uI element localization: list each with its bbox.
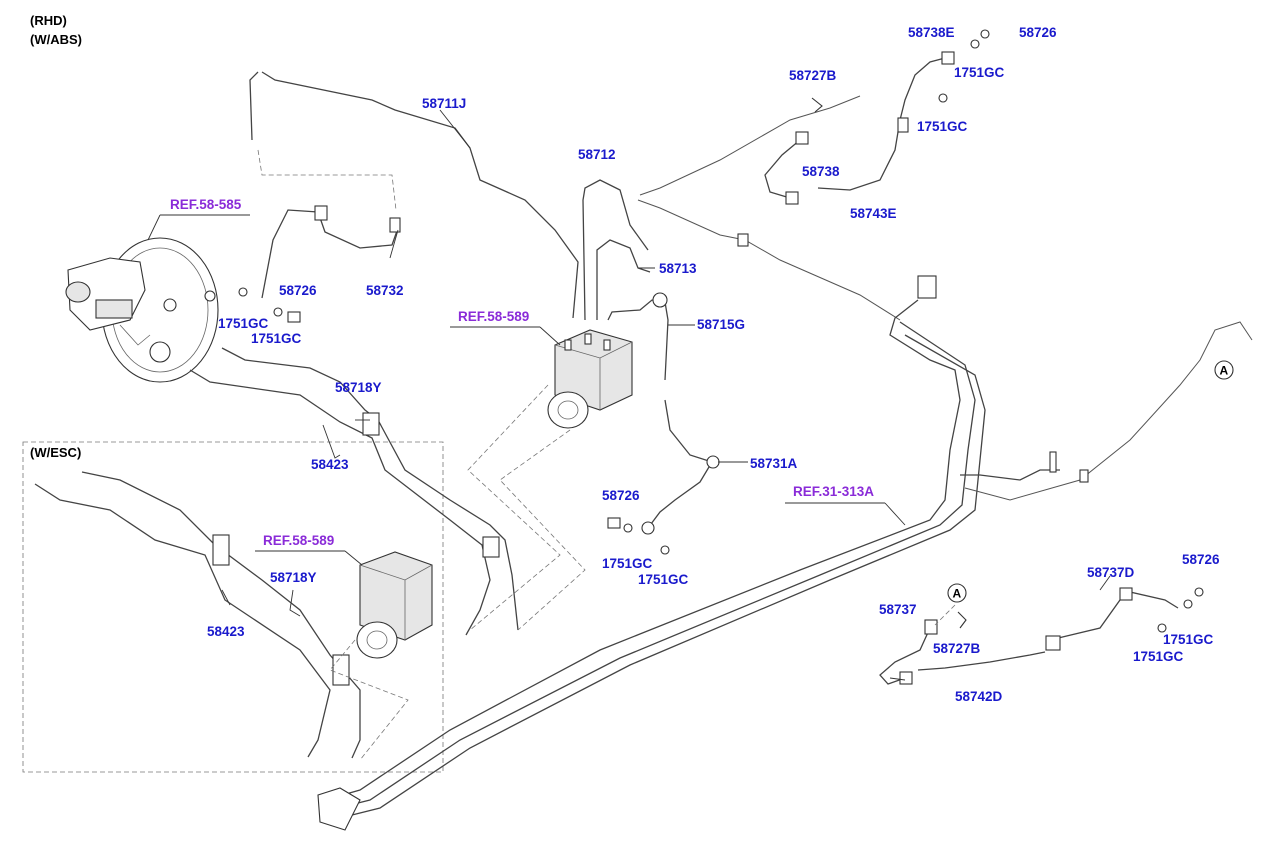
pipe-58423-a [189,369,491,636]
abs-module [547,329,633,429]
label-58732: 58732 [366,283,404,298]
hose-58732 [261,209,399,299]
pipe-58718Y-b [81,471,361,759]
pipe-58711J [261,71,579,319]
esc-box-label: (W/ESC) [30,445,81,460]
pipe-58713 [596,239,651,320]
label-58727B-a: 58727B [789,68,837,83]
pipe-58742D [917,651,1046,671]
label-1751GC-h: 1751GC [1133,649,1184,664]
clip-esc-b [332,654,350,686]
hose-58738 [764,139,801,199]
ref-58-589-esc: REF.58-589 [263,533,334,548]
label-1751GC-d: 1751GC [638,572,689,587]
label-58726-b: 58726 [602,488,640,503]
connector-top-right [917,275,937,299]
clip-esc-a [212,534,230,566]
label-58726-a: 58726 [279,283,317,298]
pipe-58711J-end [249,71,259,141]
label-1751GC-b: 1751GC [251,331,302,346]
pipe-58715G [607,299,669,381]
clip-58727B-b [957,611,967,629]
pipe-58423-b [34,483,331,758]
label-1751GC-a: 1751GC [218,316,269,331]
label-58731A: 58731A [750,456,798,471]
bolt-58726-a [287,311,301,323]
clip-58727B-a [811,97,823,113]
main-line-2 [329,321,976,811]
hose-58737D [1049,591,1179,641]
label-58423-a: 58423 [311,457,349,472]
washer-1751GC-a [238,287,248,297]
bracket-bottom [317,787,361,831]
label-58712: 58712 [578,147,616,162]
label-58711J: 58711J [422,96,466,111]
esc-variant-box [22,441,444,773]
hose-58731A [647,399,713,529]
callout-a-2 [947,583,967,603]
pipe-58718Y-a [221,347,519,631]
label-1751GC-f: 1751GC [917,119,968,134]
hose-58737 [879,627,931,685]
dash-A-rear [934,604,956,626]
clip-58718Y-a [362,412,380,436]
dash-esc-link [329,639,409,761]
label-58718Y-b: 58718Y [270,570,317,585]
clip-58423-a [482,536,500,558]
callout-a-1 [1214,360,1234,380]
dash-abs-link-1 [467,384,561,631]
label-58743E: 58743E [850,206,897,221]
esc-module [356,551,433,659]
master-cylinder [65,257,151,346]
label-58713: 58713 [659,261,697,276]
label-58715G: 58715G [697,317,745,332]
line-to-A [964,321,1253,501]
label-58423-b: 58423 [207,624,245,639]
pipe-58712 [582,179,649,321]
label-58737D: 58737D [1087,565,1135,580]
label-58737: 58737 [879,602,917,617]
pipe-58727B-a [639,95,861,196]
main-line-4 [960,469,1060,481]
header-wabs: (W/ABS) [30,32,82,47]
washer-1751GC-b [273,307,283,317]
bolt-58726-b [607,517,621,529]
label-58727B-b: 58727B [933,641,981,656]
label-58718Y-a: 58718Y [335,380,382,395]
dash-abs-link-2 [499,429,586,631]
dash-link-58732 [257,149,397,211]
label-58738E: 58738E [908,25,955,40]
ref-58-585: REF.58-585 [170,197,242,212]
washer-1751GC-c [623,523,633,533]
label-58726-c: 58726 [1019,25,1057,40]
label-1751GC-g: 1751GC [1163,632,1214,647]
label-1751GC-c: 1751GC [602,556,653,571]
callout-a-2-text: A [953,587,962,601]
washer-1751GC-d [660,545,670,555]
ref-58-589-abs: REF.58-589 [458,309,529,324]
header-rhd: (RHD) [30,13,67,28]
callout-a-1-text: A [1220,364,1229,378]
label-1751GC-e: 1751GC [954,65,1005,80]
main-line-3 [331,334,986,821]
ref-31-313a: REF.31-313A [793,484,874,499]
label-58742D: 58742D [955,689,1003,704]
label-58738: 58738 [802,164,840,179]
main-line-1 [324,299,961,801]
label-58726-d: 58726 [1182,552,1220,567]
